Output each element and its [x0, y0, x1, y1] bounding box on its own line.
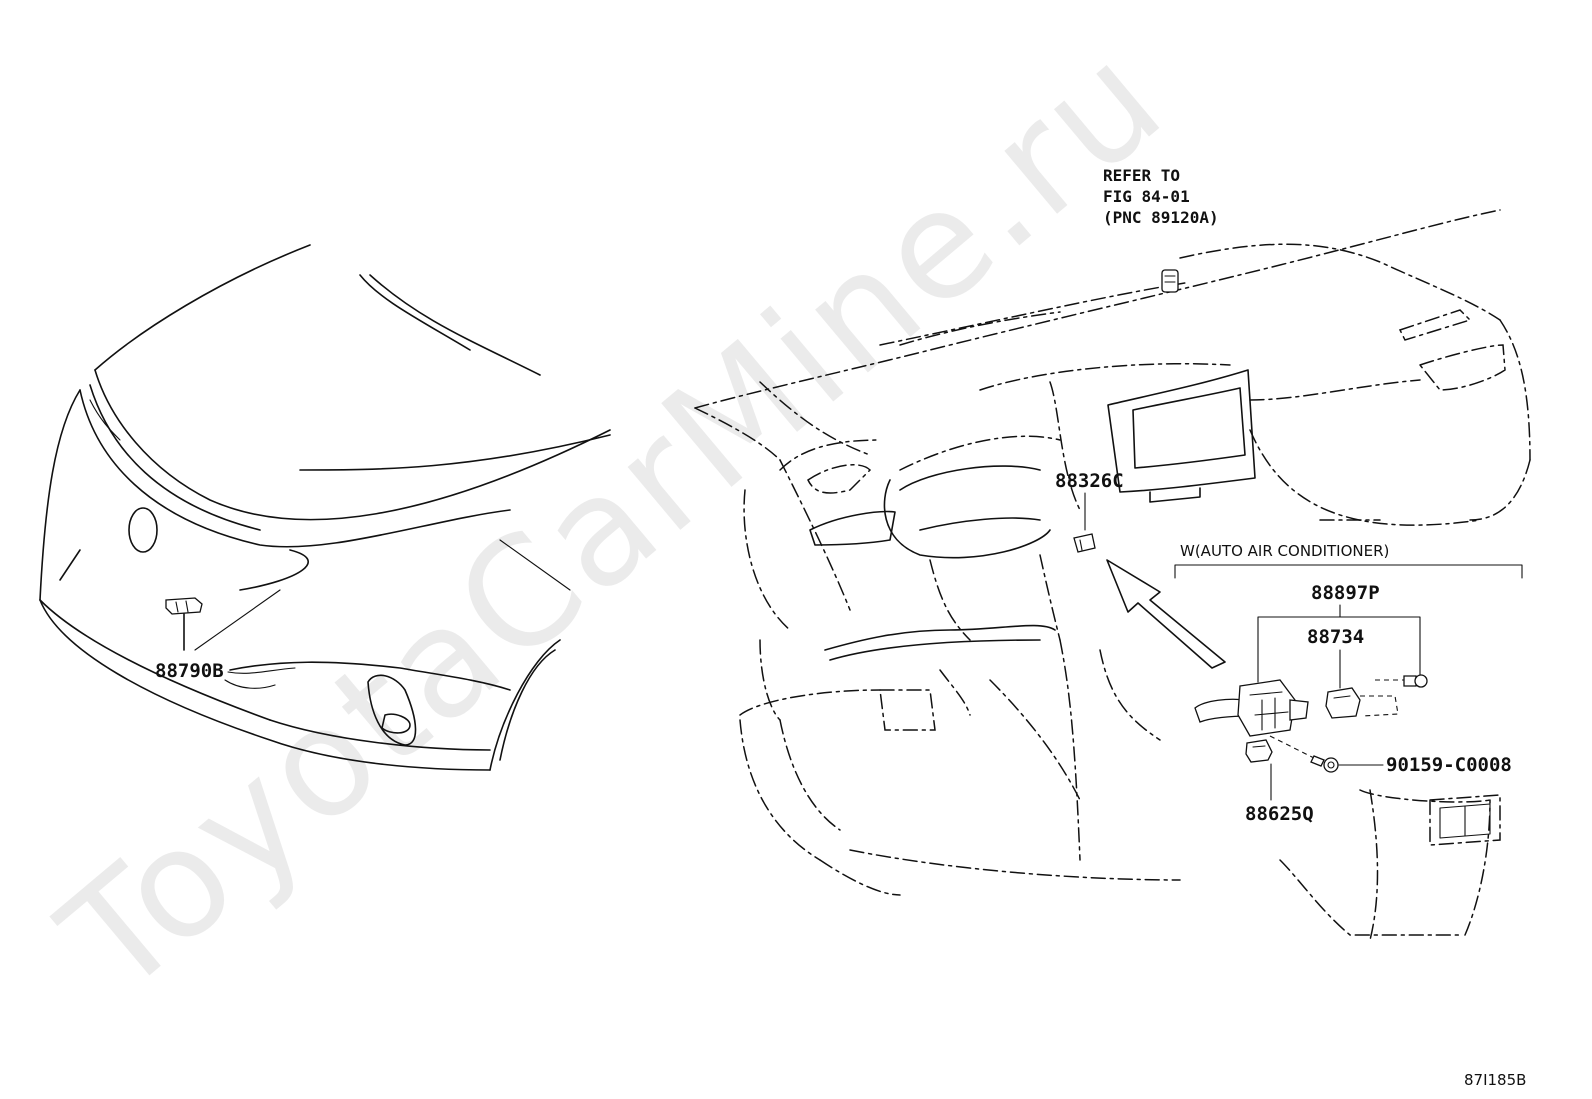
part-88790b-sensor[interactable] — [165, 597, 203, 615]
dashboard-illustration — [694, 209, 1531, 941]
refer-note-line2: FIG 84-01 — [1103, 187, 1190, 206]
part-88625q-sensor[interactable] — [1245, 739, 1273, 763]
leader-88790b-diag — [194, 589, 281, 651]
bolt-90159-part[interactable] — [1310, 755, 1339, 773]
dash-top-sensor-part[interactable] — [1161, 269, 1179, 293]
center-display-screen — [1107, 369, 1256, 503]
label-88790b[interactable]: 88790B — [155, 660, 224, 682]
leader-88790b-bumper — [227, 667, 296, 674]
part-88326c-sensor[interactable] — [1073, 533, 1096, 553]
bolt-dashed-leader — [1269, 735, 1319, 761]
refer-note: REFER TO FIG 84-01 (PNC 89120A) — [1103, 166, 1219, 227]
refer-note-line3: (PNC 89120A) — [1103, 208, 1219, 227]
label-88734[interactable]: 88734 — [1307, 626, 1364, 648]
option-box-label: W(AUTO AIR CONDITIONER) — [1180, 542, 1389, 560]
label-88897p[interactable]: 88897P — [1311, 582, 1380, 604]
assembly-dashed-outline — [1360, 695, 1399, 717]
part-88734-sensor[interactable] — [1325, 687, 1361, 719]
car-front-illustration — [39, 244, 611, 771]
figure-code: 87I185B — [1464, 1071, 1526, 1089]
label-90159-c0008[interactable]: 90159-C0008 — [1386, 754, 1512, 776]
watermark-text: ToyotaCarMine.ru — [31, 11, 1196, 1028]
refer-note-line1: REFER TO — [1103, 166, 1180, 185]
option-box-bracket — [1174, 564, 1523, 579]
leader-88897p — [1257, 604, 1421, 683]
screw-part[interactable] — [1403, 674, 1428, 688]
view-arrow-icon — [1106, 559, 1226, 669]
label-88625q[interactable]: 88625Q — [1245, 803, 1314, 825]
aspirator-assembly-part[interactable] — [1194, 679, 1309, 737]
label-88326c[interactable]: 88326C — [1055, 470, 1124, 492]
